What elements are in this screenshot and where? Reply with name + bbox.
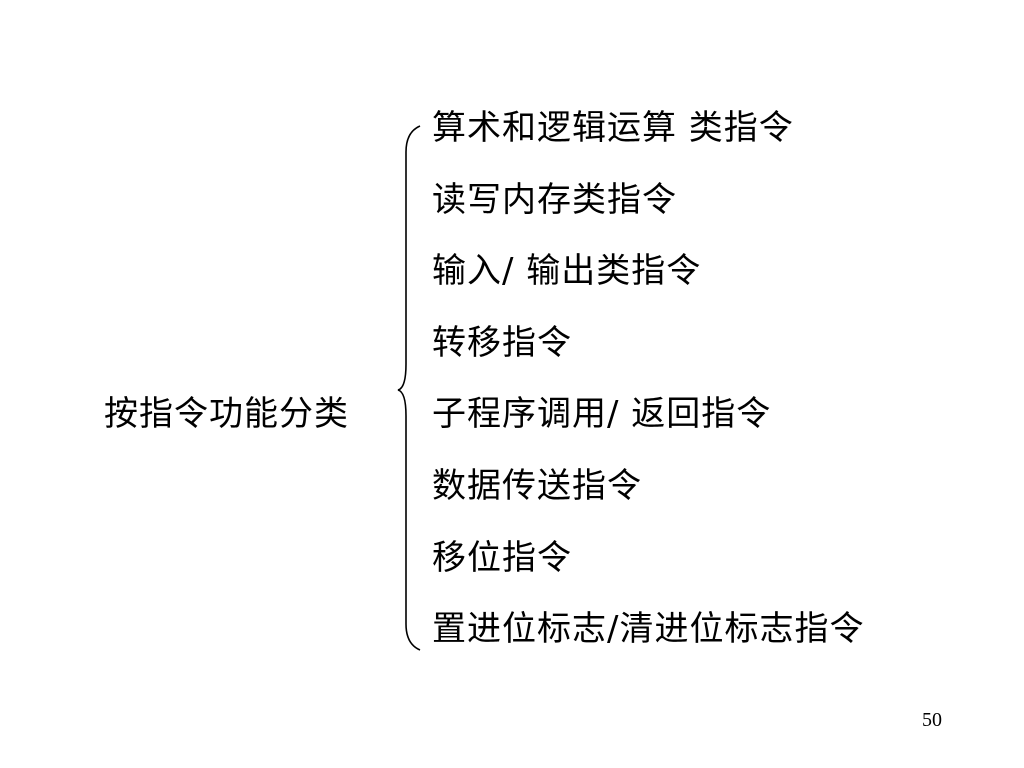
root-label: 按指令功能分类	[104, 394, 349, 434]
left-brace	[397, 125, 421, 651]
list-item: 转移指令	[432, 322, 572, 363]
list-item: 置进位标志/清进位标志指令	[432, 609, 865, 650]
list-item: 子程序调用/ 返回指令	[432, 394, 772, 435]
list-item: 算术和逻辑运算 类指令	[432, 108, 794, 148]
list-item: 输入/ 输出类指令	[432, 251, 702, 292]
list-item: 移位指令	[432, 537, 572, 578]
list-item: 数据传送指令	[432, 465, 642, 506]
list-item: 读写内存类指令	[432, 179, 677, 220]
page-number: 50	[922, 709, 942, 731]
instruction-category-list: 算术和逻辑运算 类指令 读写内存类指令 输入/ 输出类指令 转移指令 子程序调用…	[432, 106, 864, 679]
